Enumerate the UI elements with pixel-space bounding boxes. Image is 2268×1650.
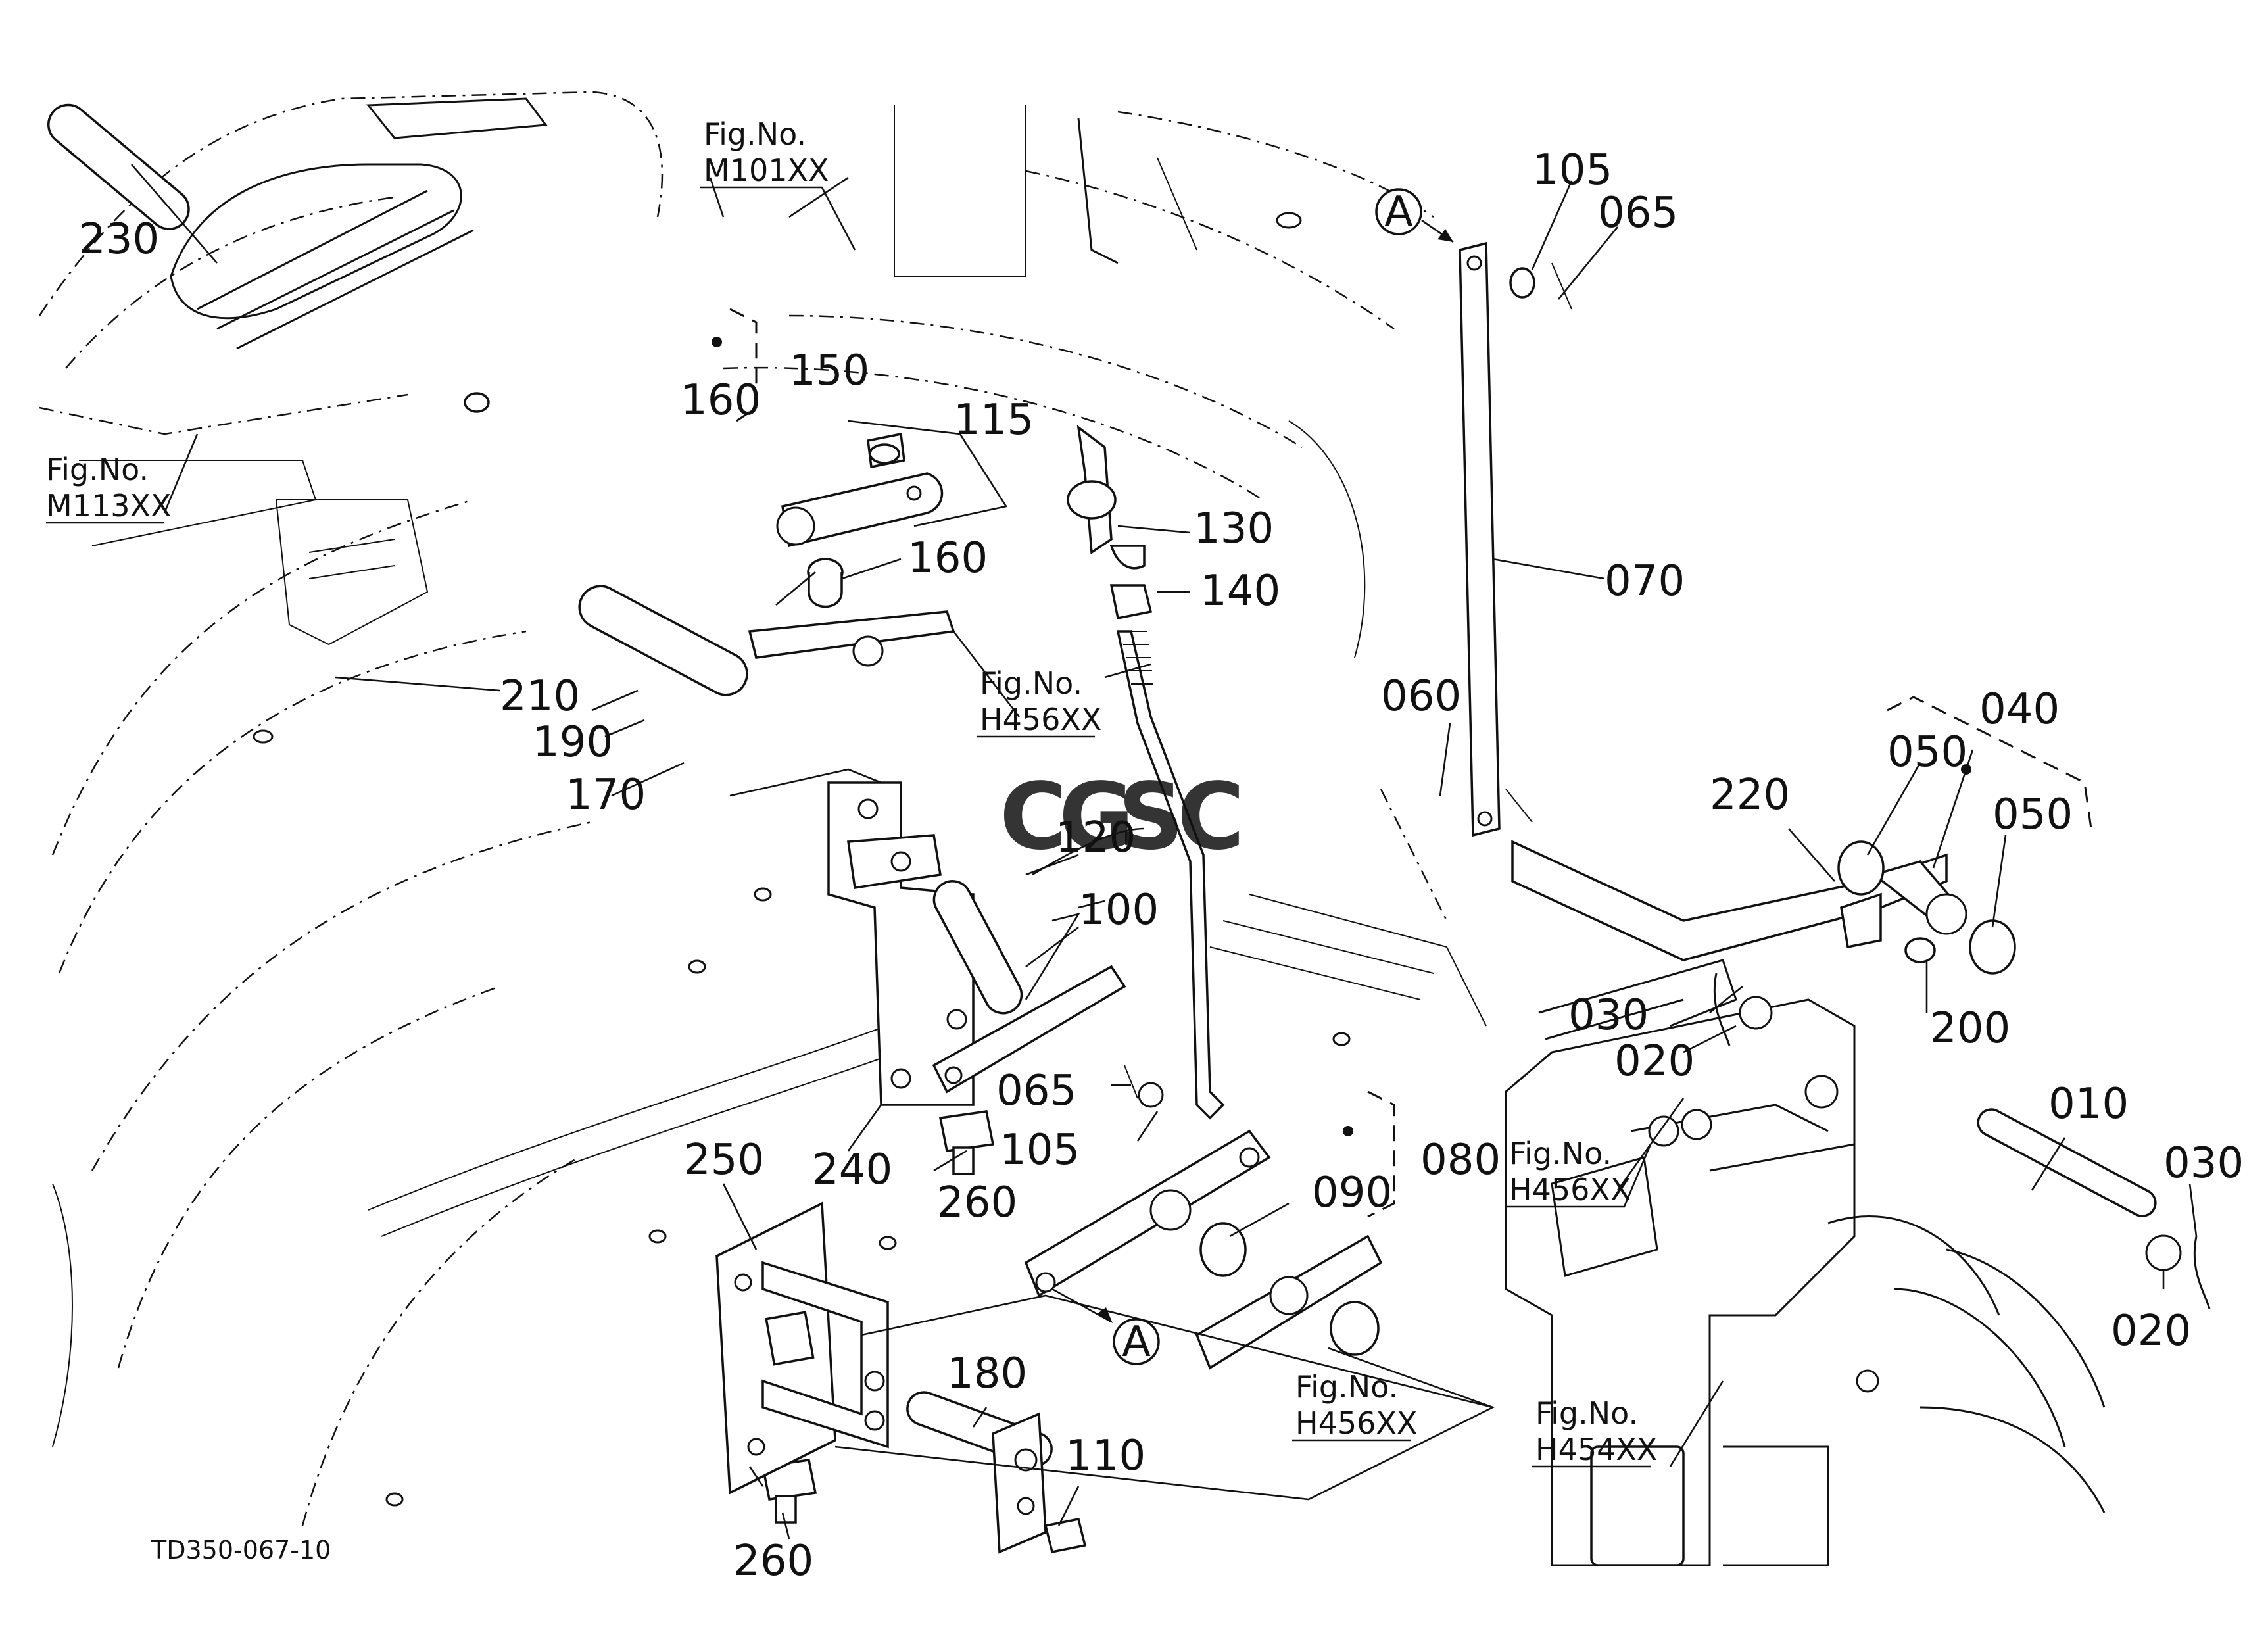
part-label-070: 070	[1604, 557, 1685, 606]
figure-reference-number: M101XX	[704, 153, 829, 188]
drawing-code: TD350-067-10	[151, 1536, 331, 1565]
figure-reference-label: Fig.No.	[46, 452, 149, 487]
watermark-letter: C	[1000, 764, 1067, 871]
leader-lines	[131, 164, 2198, 1540]
part-label-190: 190	[533, 718, 613, 767]
part-label-250: 250	[684, 1136, 764, 1184]
part-label-260-lower: 260	[733, 1537, 813, 1586]
part-label-105-lower: 105	[1000, 1126, 1080, 1175]
part-label-050-left: 050	[1887, 728, 1967, 777]
part-label-060: 060	[1381, 672, 1461, 721]
watermark-letter: S	[1118, 764, 1184, 871]
figure-reference-number: H456XX	[1295, 1405, 1417, 1441]
figure-references: Fig.No. M101XX Fig.No. M113XX Fig.No. H4…	[46, 116, 1657, 1468]
marker-a-top-label: A	[1384, 188, 1413, 237]
figure-reference-m101: Fig.No. M101XX	[700, 116, 856, 251]
part-label-160-upper: 160	[681, 376, 761, 425]
figure-reference-label: Fig.No.	[1295, 1369, 1398, 1405]
part-label-090: 090	[1312, 1169, 1392, 1217]
figure-reference-label: Fig.No.	[704, 116, 806, 152]
part-label-020-right: 020	[2111, 1307, 2191, 1355]
part-label-115: 115	[953, 396, 1034, 445]
part-label-110: 110	[1065, 1432, 1146, 1480]
part-label-010: 010	[2048, 1080, 2129, 1128]
part-label-020-left: 020	[1614, 1037, 1695, 1086]
watermark: C G S C	[1000, 764, 1245, 871]
figure-reference-h456-b: Fig.No. H456XX	[1506, 1136, 1652, 1208]
part-label-210: 210	[500, 672, 580, 721]
figure-reference-number: H456XX	[980, 702, 1101, 737]
part-label-200: 200	[1930, 1004, 2010, 1053]
part-callouts: 230 150 160 115 160 130 140 105 065 070 …	[79, 146, 2244, 1586]
part-label-160-lower: 160	[907, 534, 988, 583]
part-label-050-right: 050	[1992, 790, 2073, 839]
part-label-065-lower: 065	[996, 1067, 1076, 1115]
figure-reference-label: Fig.No.	[1509, 1136, 1612, 1171]
watermark-letter: G	[1059, 764, 1134, 871]
part-label-040: 040	[1979, 685, 2060, 734]
part-label-100: 100	[1078, 886, 1159, 934]
part-label-230: 230	[79, 215, 159, 264]
parts-linework	[47, 103, 2211, 1554]
figure-reference-label: Fig.No.	[1535, 1395, 1638, 1431]
part-label-180: 180	[947, 1349, 1027, 1398]
watermark-letter: C	[1177, 764, 1245, 871]
marker-a-bottom: A	[1051, 1288, 1160, 1367]
part-label-140: 140	[1200, 567, 1280, 616]
figure-reference-label: Fig.No.	[980, 666, 1082, 701]
part-label-130: 130	[1194, 504, 1274, 553]
part-label-105-upper: 105	[1532, 146, 1612, 195]
part-label-065-upper: 065	[1598, 189, 1678, 237]
part-label-260-upper: 260	[937, 1178, 1017, 1227]
figure-reference-h456-c: Fig.No. H456XX	[1292, 1369, 1417, 1442]
figure-reference-h456-a: Fig.No. H456XX	[977, 666, 1101, 738]
marker-a-top: A	[1375, 188, 1454, 243]
part-label-120: 120	[1055, 813, 1136, 862]
figure-reference-number: M113XX	[46, 488, 172, 523]
figure-reference-m113: Fig.No. M113XX	[46, 452, 172, 524]
part-label-170: 170	[566, 771, 646, 819]
part-label-030-right: 030	[2163, 1139, 2244, 1188]
part-label-220: 220	[1710, 771, 1790, 819]
part-label-030-left: 030	[1568, 991, 1649, 1040]
part-label-080: 080	[1420, 1136, 1501, 1184]
marker-a-bottom-label: A	[1122, 1318, 1151, 1367]
part-label-240: 240	[812, 1146, 892, 1194]
part-label-150: 150	[789, 347, 869, 395]
background-structure	[38, 91, 2106, 1566]
figure-reference-h454: Fig.No. H454XX	[1532, 1395, 1657, 1468]
figure-reference-number: H456XX	[1509, 1172, 1631, 1207]
figure-reference-number: H454XX	[1535, 1432, 1657, 1467]
